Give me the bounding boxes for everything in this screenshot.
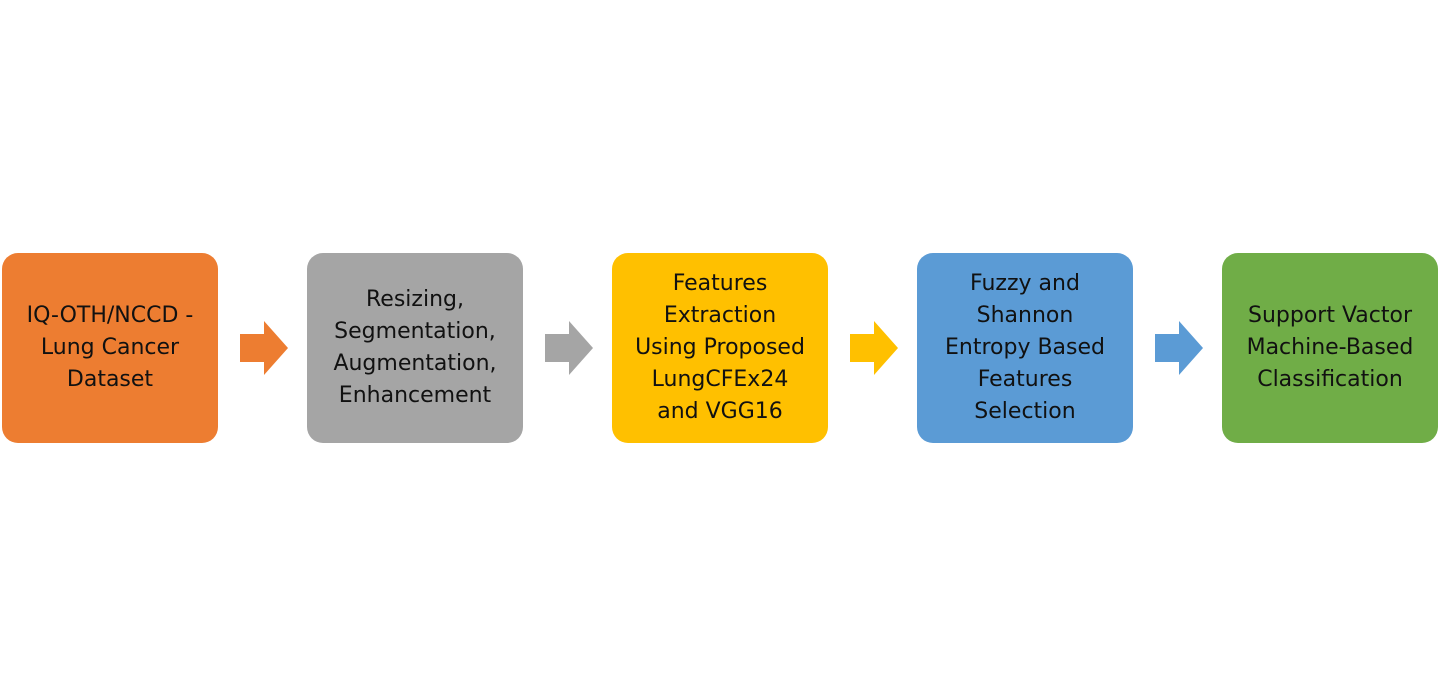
step-preprocessing-label: Resizing, Segmentation, Augmentation, En… — [333, 287, 497, 408]
step-feature-selection-label: Fuzzy and Shannon Entropy Based Features… — [944, 271, 1105, 424]
step-feature-selection-box: Fuzzy and Shannon Entropy Based Features… — [917, 253, 1133, 443]
step-classification-label: Support Vactor Machine-Based Classificat… — [1246, 303, 1414, 392]
step-dataset-label: IQ-OTH/NCCD - Lung Cancer Dataset — [26, 303, 194, 392]
right-arrow-icon — [1155, 321, 1203, 375]
step-feature-extraction-label: Features Extraction Using Proposed LungC… — [635, 271, 805, 424]
step-classification-box: Support Vactor Machine-Based Classificat… — [1222, 253, 1438, 443]
right-arrow-icon — [240, 321, 288, 375]
step-dataset-box: IQ-OTH/NCCD - Lung Cancer Dataset — [2, 253, 218, 443]
right-arrow-icon — [850, 321, 898, 375]
flow-arrow-4 — [1155, 321, 1203, 375]
flow-arrow-2 — [545, 321, 593, 375]
flow-arrow-3 — [850, 321, 898, 375]
step-feature-extraction-box: Features Extraction Using Proposed LungC… — [612, 253, 828, 443]
right-arrow-icon — [545, 321, 593, 375]
flow-arrow-1 — [240, 321, 288, 375]
step-preprocessing-box: Resizing, Segmentation, Augmentation, En… — [307, 253, 523, 443]
